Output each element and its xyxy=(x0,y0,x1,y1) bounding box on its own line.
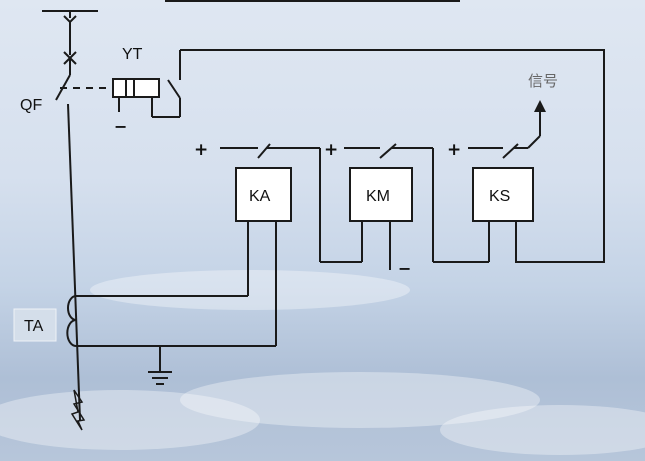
ka-label: KA xyxy=(249,188,271,205)
km-label: KM xyxy=(366,188,390,205)
ka-relay xyxy=(235,167,292,346)
fault-arrow-icon xyxy=(70,389,86,431)
trip-return-loop xyxy=(180,49,605,263)
yt-minus-sign: − xyxy=(114,117,127,136)
km-minus-sign: − xyxy=(398,259,411,278)
ta-label: TA xyxy=(24,318,44,335)
yt-label: YT xyxy=(122,46,143,63)
main-feeder-line xyxy=(55,22,81,421)
signal-arrowhead xyxy=(534,100,546,112)
qf-label: QF xyxy=(20,97,42,114)
km-relay xyxy=(349,167,413,270)
plus-sign-2: + xyxy=(324,140,338,160)
yt-trip-coil xyxy=(112,50,181,118)
busbar xyxy=(42,10,98,24)
current-transformer xyxy=(66,295,276,347)
ks-relay xyxy=(472,167,534,222)
yt-aux-contact xyxy=(167,79,181,99)
ta-label-box xyxy=(13,308,57,342)
plus-sign-1: + xyxy=(194,140,208,160)
plus-sign-3: + xyxy=(447,140,461,160)
contact-lines xyxy=(220,100,546,263)
ks-label: KS xyxy=(489,188,510,205)
signal-label: 信号 xyxy=(528,72,558,90)
ka-contact xyxy=(257,143,271,159)
ground-symbol xyxy=(148,346,172,385)
km-contact xyxy=(379,143,397,159)
ks-contact xyxy=(502,143,519,159)
background-clouds xyxy=(0,270,645,455)
